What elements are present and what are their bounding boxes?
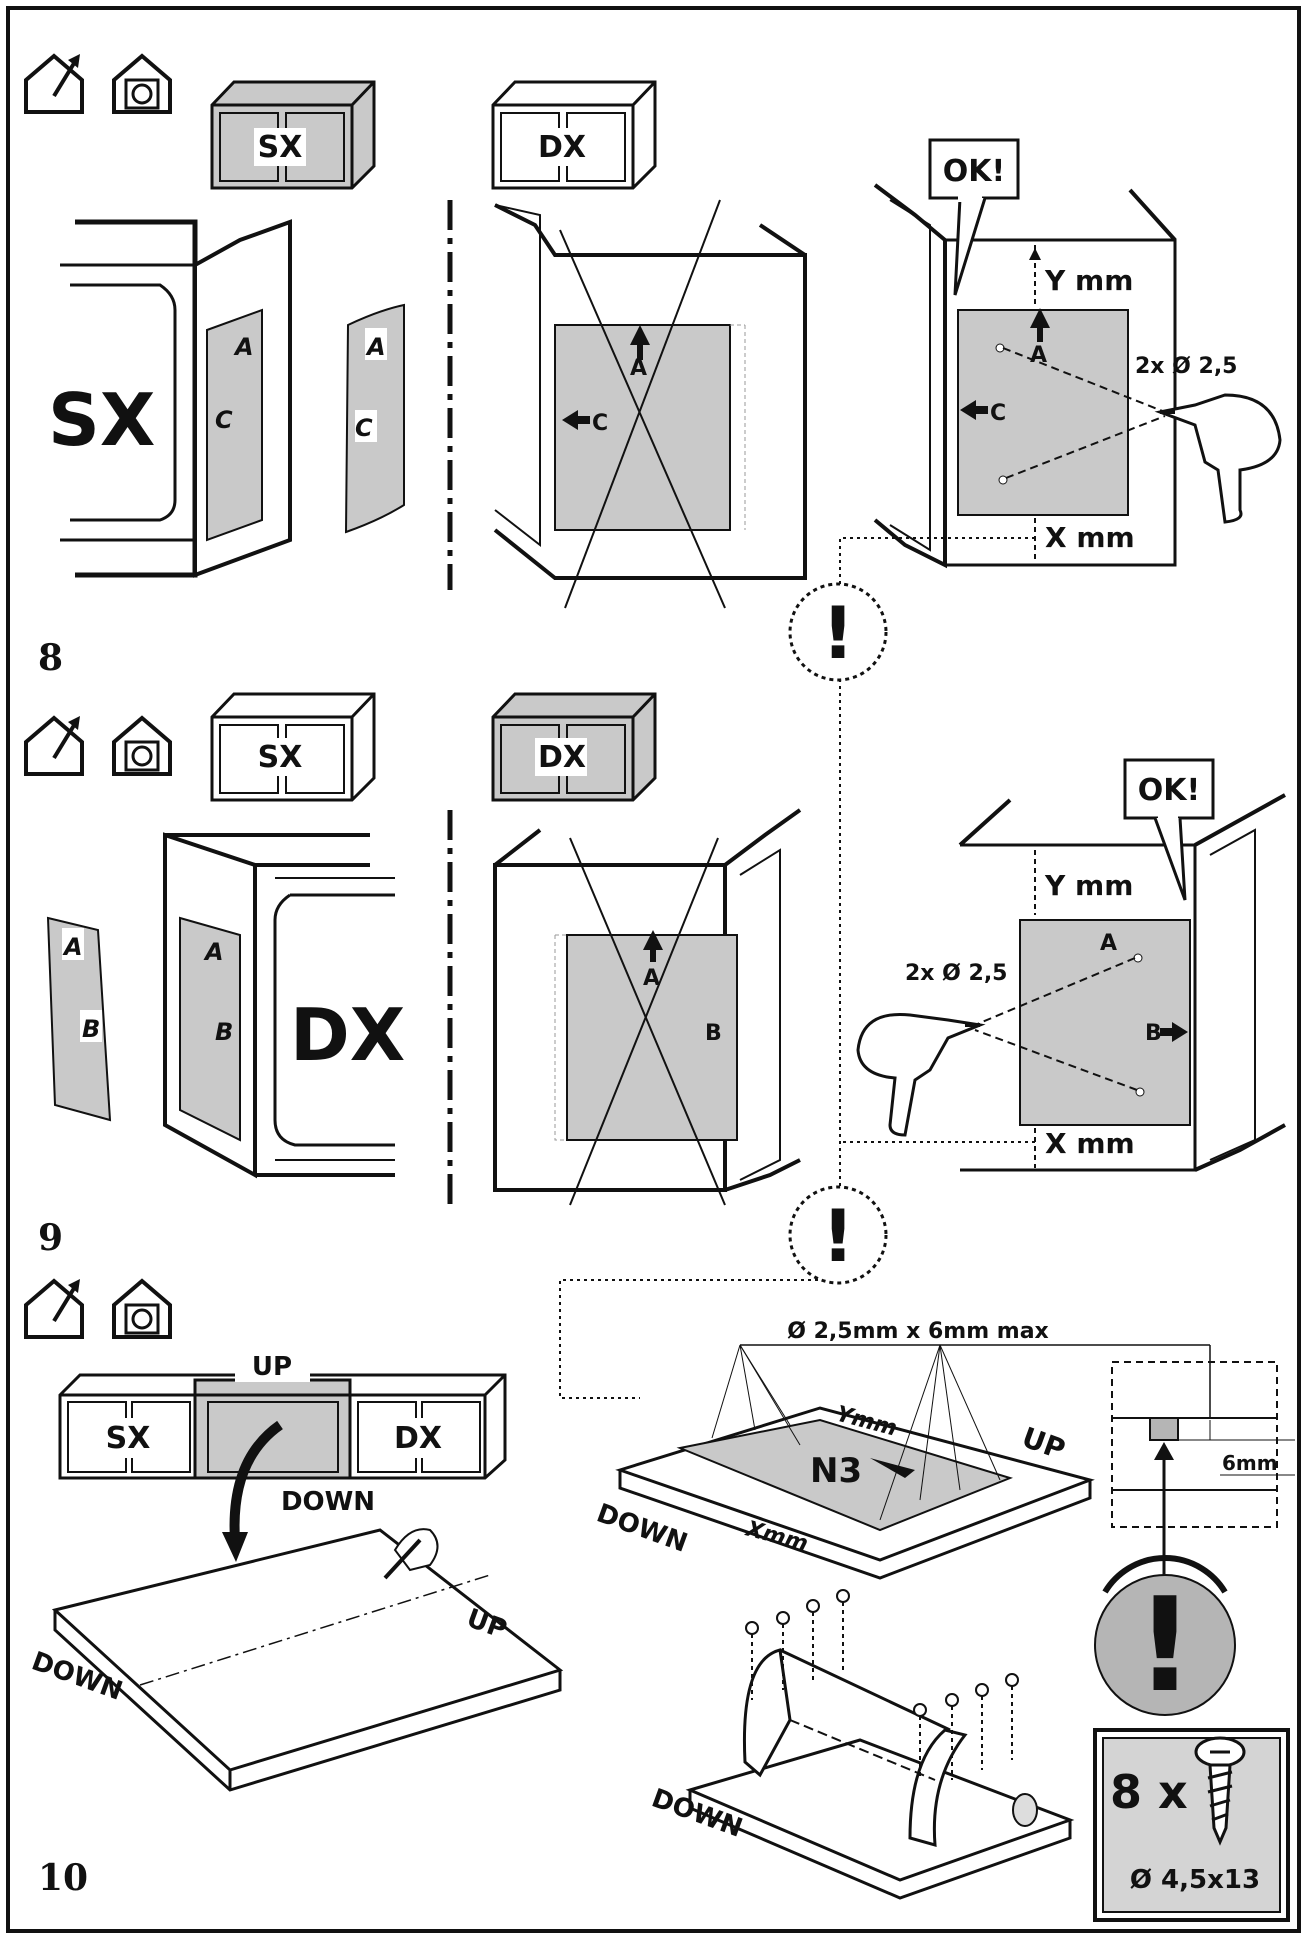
wrong-label-b: B	[705, 1021, 722, 1046]
screw-quantity-label: 8 x	[1110, 1765, 1188, 1819]
six-mm-label: 6mm	[1222, 1451, 1278, 1475]
strip-label-b: B	[82, 1015, 100, 1043]
dx-icon-label: DX	[394, 1421, 442, 1456]
up-label-top: UP	[252, 1352, 292, 1382]
screw-max-label: Ø 2,5mm x 6mm max	[787, 1319, 1048, 1344]
x-dimension-label: X mm	[1045, 1127, 1135, 1160]
caution-circle-1	[788, 582, 888, 682]
n3-label: N3	[810, 1451, 862, 1491]
indoor-use-icon	[24, 53, 84, 114]
sx-icon-label: SX	[258, 130, 303, 165]
wall-mount-icon	[112, 1278, 172, 1339]
x-dimension-label: X mm	[1045, 521, 1135, 554]
caution-connectors: ! !	[559, 537, 1035, 1399]
correct-label-c: C	[990, 401, 1006, 426]
n3-panel-illustration: Ø 2,5mm x 6mm max Ymm Xmm N3 UP DOWN	[593, 1319, 1211, 1580]
panel-screw-assembly-illustration: DOWN	[648, 1589, 1075, 1900]
sx-door-label-c: C	[215, 406, 233, 434]
strip-label-a: A	[62, 933, 83, 961]
correct-placement-illustration: OK! Y mm A B 2x Ø 2,5 X mm	[856, 758, 1286, 1172]
pencil-hand-icon	[383, 1528, 439, 1580]
correct-placement-illustration: OK! Y mm A C 2x Ø 2,5 X mm	[873, 138, 1282, 569]
dx-cabinet-icon: DX	[491, 692, 657, 802]
dx-cabinet-icon: DX	[491, 80, 657, 190]
hardware-quantity-box: 8 x Ø 4,5x13	[1093, 1728, 1290, 1922]
sx-icon-label: SX	[258, 740, 303, 775]
sx-door-label: SX	[48, 378, 155, 462]
down-label-mid: DOWN	[281, 1487, 375, 1517]
template-strip: A B	[46, 916, 112, 1122]
strip-label-a: A	[365, 333, 386, 361]
wrong-label-a: A	[630, 356, 647, 381]
y-dimension-label: Y mm	[1044, 869, 1133, 902]
screw-icons	[745, 1589, 1019, 1780]
wrong-placement-illustration: A C	[493, 199, 807, 609]
step-10-number: 10	[38, 1857, 88, 1899]
caution-circle-2	[788, 1185, 888, 1285]
dx-door-label-a: A	[203, 938, 224, 966]
screw-depth-detail: 6mm	[1111, 1361, 1295, 1575]
indoor-use-icon	[24, 1278, 84, 1339]
step-10: SX DX UP DOWN DOWN UP Ø 2,5mm x 6mm max	[24, 1278, 1295, 1922]
step-8: SX DX A C SX A	[24, 53, 1282, 679]
sx-cabinet-icon: SX	[210, 80, 376, 190]
arrow-head-icon	[222, 1532, 248, 1562]
correct-label-a: A	[1100, 931, 1117, 956]
drill-spec-label: 2x Ø 2,5	[1135, 354, 1238, 379]
step-9: SX DX A B A B	[24, 692, 1286, 1259]
caution-mark-2: !	[822, 1194, 855, 1278]
panel-board-illustration: DOWN UP	[28, 1528, 564, 1792]
dx-door-label: DX	[290, 993, 405, 1077]
sx-cabinet-icon: SX	[210, 692, 376, 802]
wrong-placement-illustration: A B	[493, 808, 802, 1206]
screw-size-label: Ø 4,5x13	[1130, 1865, 1260, 1895]
correct-label-a: A	[1030, 343, 1047, 368]
up-label-n3: UP	[1018, 1421, 1070, 1467]
dx-door-illustration: A B DX	[163, 832, 405, 1179]
wrong-label-c: C	[592, 411, 608, 436]
caution-mark-1: !	[822, 591, 855, 675]
cabinet-row-icon: SX DX UP DOWN	[58, 1352, 507, 1517]
strip-label-c: C	[355, 414, 373, 442]
ok-callout-label: OK!	[943, 154, 1005, 189]
sx-door-label-a: A	[233, 333, 254, 361]
ok-callout-label: OK!	[1138, 773, 1200, 808]
y-dimension-label: Y mm	[1044, 264, 1133, 297]
dx-icon-label: DX	[538, 130, 586, 165]
template-strip: A C	[344, 303, 405, 534]
wall-mount-icon	[112, 715, 172, 776]
page-frame	[6, 6, 1301, 1933]
indoor-use-icon	[24, 715, 84, 776]
sx-door-illustration: A C SX	[48, 219, 292, 578]
drill-spec-label: 2x Ø 2,5	[905, 961, 1008, 986]
dx-icon-label: DX	[538, 740, 586, 775]
wrong-label-a: A	[643, 966, 660, 991]
step-9-number: 9	[38, 1217, 63, 1259]
curved-arrow-icon	[229, 1420, 283, 1541]
sx-icon-label: SX	[106, 1421, 151, 1456]
screw-icon	[1194, 1736, 1246, 1846]
step-8-number: 8	[38, 637, 63, 679]
caution-badge-mark: !	[1135, 1569, 1194, 1721]
dx-door-label-b: B	[215, 1018, 233, 1046]
wall-mount-icon	[112, 53, 172, 114]
drill-icon	[856, 1012, 986, 1137]
caution-badge: !	[1094, 1555, 1236, 1721]
correct-label-b: B	[1145, 1021, 1162, 1046]
drill-icon	[1154, 393, 1282, 524]
